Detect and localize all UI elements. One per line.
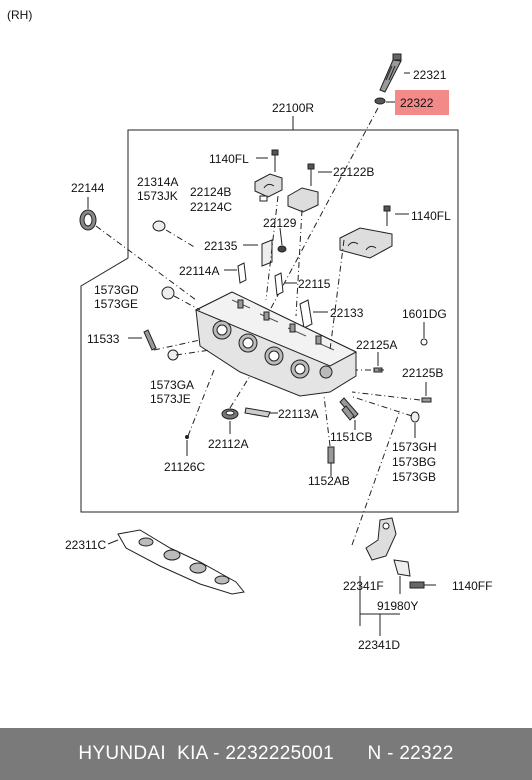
label-22100R: 22100R — [272, 101, 314, 115]
bolt-1140FL-b-icon — [383, 205, 391, 226]
bolt-1140FF-icon — [409, 581, 425, 589]
part-22133-icon — [299, 299, 313, 329]
label-22135: 22135 — [204, 239, 238, 253]
label-22115: 22115 — [298, 277, 331, 291]
highlight-22322 — [395, 90, 449, 115]
label-22341F: 22341F — [343, 579, 384, 593]
label-1140FL-b: 1140FL — [411, 209, 451, 223]
label-21126C: 21126C — [164, 460, 205, 474]
label-22144: 22144 — [71, 181, 105, 195]
variant-label: (RH) — [7, 8, 32, 22]
label-22322: 22322 — [400, 96, 434, 110]
valve-22125B-icon — [421, 397, 432, 403]
stud-1152AB-icon — [327, 446, 335, 464]
label-1151CB: 1151CB — [330, 430, 372, 444]
bracket-91980Y-icon — [393, 559, 411, 577]
label-1152AB: 1152AB — [308, 474, 350, 488]
label-91980Y: 91980Y — [377, 599, 418, 613]
bearing-cap-long-icon — [339, 227, 393, 259]
label-22341D: 22341D — [358, 638, 400, 652]
label-1573JK: 1573JK — [137, 189, 178, 203]
footer-text: HYUNDAI KIA - 2232225001 N - 22322 — [78, 743, 454, 764]
assembly-frame — [80, 129, 459, 513]
bracket-22341F-icon — [365, 517, 397, 561]
label-22125B: 22125B — [402, 366, 443, 380]
gasket-22311C-icon — [117, 529, 245, 595]
label-1601DG: 1601DG — [402, 307, 447, 321]
label-22129: 22129 — [263, 216, 297, 230]
seal-22322-icon — [374, 97, 386, 105]
label-1140FF: 1140FF — [452, 579, 492, 593]
label-22311C: 22311C — [65, 538, 106, 552]
plug-1573GD-icon — [161, 286, 175, 300]
plug-1573GH-icon — [410, 411, 420, 423]
oil-seal-22144-icon — [79, 209, 97, 231]
label-22321: 22321 — [413, 68, 447, 82]
footer-bar: HYUNDAI KIA - 2232225001 N - 22322 — [0, 728, 532, 780]
leader-lines-bracket — [359, 576, 401, 636]
seal-22113A-icon — [244, 407, 271, 418]
label-1140FL-a: 1140FL — [209, 152, 249, 166]
tappet-22135-icon — [261, 239, 287, 267]
stud-1151CB-icon — [339, 397, 359, 421]
label-1573GB: 1573GB — [392, 470, 436, 484]
bolt-22321-icon — [379, 53, 402, 93]
centre-lines — [95, 195, 421, 546]
valve-guide-22115-icon — [274, 272, 284, 296]
plug-21314A-icon — [152, 220, 166, 232]
cylinder-head-icon — [194, 291, 358, 397]
label-1573JE: 1573JE — [150, 392, 191, 406]
label-1573GD: 1573GD — [94, 283, 139, 297]
valve-guide-22114A-icon — [237, 262, 247, 284]
label-22124B: 22124B — [190, 185, 231, 199]
label-1573GA: 1573GA — [150, 378, 194, 392]
parts-diagram: (RH) — [7, 8, 492, 652]
plug-1601DG-icon — [420, 338, 428, 346]
label-22133: 22133 — [330, 306, 364, 320]
label-1573BG: 1573BG — [392, 455, 436, 469]
label-22124C: 22124C — [190, 200, 232, 214]
bolt-1140FL-a-icon — [271, 149, 279, 172]
bearing-cap-22122B-icon — [287, 163, 319, 213]
bearing-cap-22124B-icon — [254, 173, 283, 202]
label-11533: 11533 — [87, 332, 120, 346]
label-1573GH: 1573GH — [392, 440, 437, 454]
label-22112A: 22112A — [208, 437, 248, 451]
label-22114A: 22114A — [179, 264, 219, 278]
label-22125A: 22125A — [356, 338, 397, 352]
label-1573GE: 1573GE — [94, 297, 138, 311]
label-22113A: 22113A — [278, 407, 318, 421]
seal-22112A-icon — [221, 408, 239, 420]
label-21314A: 21314A — [137, 175, 178, 189]
label-22122B: 22122B — [333, 165, 374, 179]
dowel-11533-icon — [143, 329, 157, 351]
